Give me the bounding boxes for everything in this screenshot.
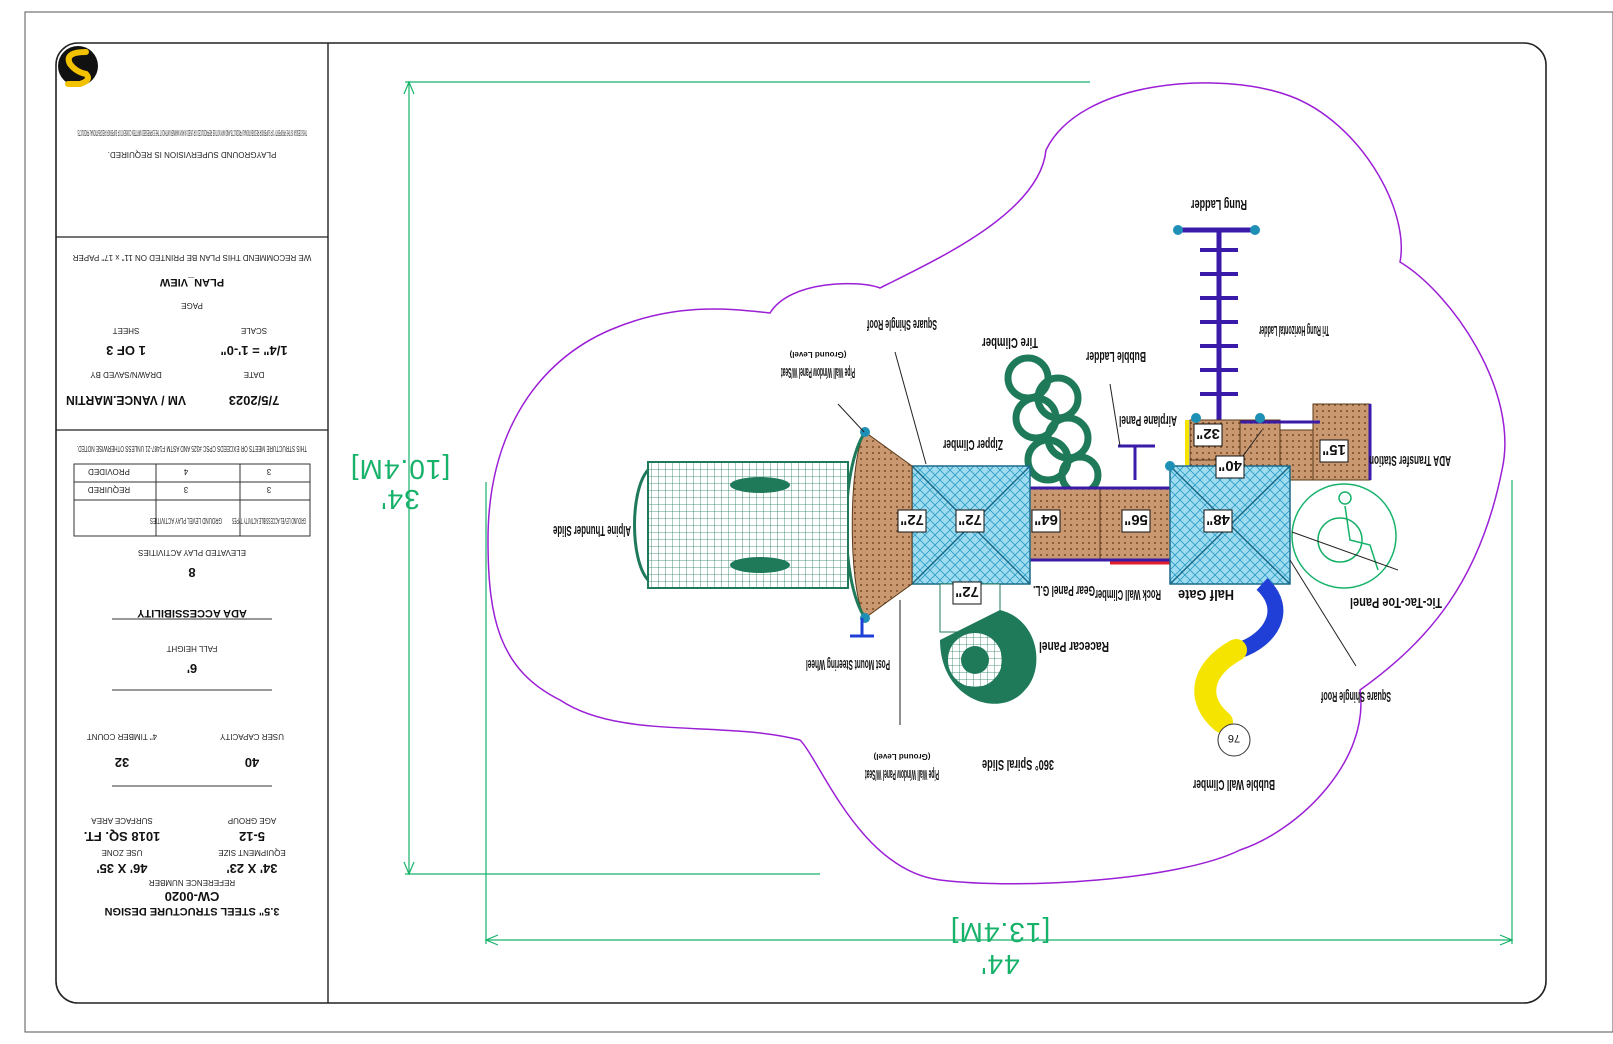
table-cell: 3 [266,485,271,494]
view-name: PLAN_VIEW [159,276,224,288]
bubble-76 [1217,723,1251,757]
table-row-label: PROVIDED [88,467,130,476]
label-bubble-wall: Bubble Wall Climber [1193,776,1275,793]
height-72c: 72" [955,583,979,600]
table-row-label: REQUIRED [88,485,130,494]
rung-ladder [1173,225,1260,420]
design-value: 3.5" STEEL STRUCTURE DESIGN [104,905,279,917]
surface-label: SURFACE AREA [91,816,153,825]
wheelchair-icon [1291,483,1397,589]
height-72a: 72" [900,511,924,528]
width-label: 44' [980,949,1020,980]
height-40: 40" [1218,457,1242,474]
width-dimension [484,480,1514,946]
label-rock-wall: Rock Wall Climber [1095,586,1161,603]
reference-label: REFERENCE NUMBER [149,878,235,887]
label-tire-climber: Tire Climber [982,334,1038,351]
timber-label: 4" TIMBER COUNT [87,732,157,741]
label-ada-transfer: ADA Transfer Station [1369,452,1451,469]
height-72b: 72" [958,511,982,528]
label-square-roof-bottom: Square Shingle Roof [1321,688,1391,705]
elevated-label: ELEVATED PLAY ACTIVITIES [138,548,246,557]
label-ground-level-bottom: (Ground Level) [873,752,930,761]
table-cell: 3 [266,467,271,476]
company-logo [58,46,98,87]
height-76: 76 [1228,732,1240,744]
age-label: AGE GROUP [228,816,276,825]
use-zone-boundary [487,82,1506,885]
height-48: 48" [1206,511,1230,528]
depth-metric: [10.4M] [350,454,450,485]
label-rung-ladder: Rung Ladder [1191,196,1247,213]
label-ground-level-top: (Ground Level) [789,350,846,359]
label-tri-rung-ladder: Tri Rung Horizontal Ladder [1259,322,1329,339]
date-value: 7/5/2023 [229,393,280,408]
print-note: WE RECOMMEND THIS PLAN BE PRINTED ON 11"… [72,253,311,262]
label-square-roof-top: Square Shingle Roof [867,316,937,333]
activity-table: GROUND LEVEL PLAY ACTIVITIES GROUND LEVE… [73,463,311,537]
drawn-value: VM / VANCE.MARTIN [66,393,186,408]
drawn-label: DRAWN/SAVED BY [90,370,162,379]
cpsc-note: THIS STRUCTURE MEETS OR EXCEEDS CPSC #32… [77,444,307,453]
scale-label: SCALE [241,326,267,335]
depth-label: 34' [380,484,420,515]
leader-lines [837,351,1399,725]
fall-height-label: FALL HEIGHT [166,644,217,653]
label-half-gate: Half Gate [1178,586,1234,603]
component-labels: Rung Ladder Tri Rung Horizontal Ladder A… [553,196,1451,793]
width-metric: [13.4M] [950,917,1050,948]
supervision-note: PLAYGROUND SUPERVISION IS REQUIRED. [108,150,277,159]
inner-frame [55,42,1547,1004]
date-label: DATE [244,370,265,379]
fall-height-value: 6' [187,661,197,676]
height-56: 56" [1124,511,1148,528]
ada-label: ADA ACCESSIBILITY [136,607,246,619]
elevated-value: 8 [188,565,195,580]
equipment-size-label: EQUIPMENT SIZE [218,848,285,857]
label-spiral-slide: 360° Spiral Slide [982,756,1054,773]
yellow-slide [1194,639,1247,733]
label-racecar-panel: Racecar Panel [1039,638,1109,655]
label-gear-panel: Gear Panel G.L. [1033,582,1095,599]
equipment-size-value: 34' X 23' [227,861,278,876]
tire-climber [1004,354,1102,497]
height-64: 64" [1034,511,1058,528]
label-alpine-slide: Alpine Thunder Slide [553,522,631,539]
scale-value: 1/4" = 1'-0" [220,343,287,358]
timber-value: 32 [115,755,129,770]
use-zone-value: 46' X 35' [97,861,148,876]
reference-value: CW-0020 [165,889,220,904]
label-airplane-panel: Airplane Panel [1119,412,1177,429]
age-value: 5-12 [239,829,265,844]
surface-value: 1018 SQ. FT. [84,829,161,844]
label-bubble-ladder: Bubble Ladder [1086,348,1146,365]
label-pipe-wall-top: Pipe Wall Window Panel W/Seat [781,364,855,381]
outer-frame [24,11,1613,1033]
sheet-label: SHEET [113,326,140,335]
height-32: 32" [1196,425,1220,442]
label-tictactoe: Tic-Tac-Toe Panel [1350,594,1442,611]
height-badges: 72" 72" 72" 64" 56" 48" 40" 32" 15" 76 [897,423,1349,744]
airplane-panel [1118,444,1155,480]
table-header: GROUND LEVEL PLAY ACTIVITIES [150,516,222,525]
alpine-thunder-slide [633,461,849,589]
label-post-mount-wheel: Post Mount Steering Wheel [806,656,890,673]
table-cell: 3 [183,485,188,494]
sheet-value: 1 OF 3 [106,343,146,358]
label-zipper-climber: Zipper Climber [943,436,1003,453]
capacity-label: USER CAPACITY [219,732,284,741]
height-15: 15" [1322,441,1346,458]
label-pipe-wall-bottom: Pipe Wall Window Panel W/Seat [865,766,939,783]
title-block: PLAYGROUND SUPERVISION IS REQUIRED. THIS… [56,46,328,917]
depth-dimension [403,80,1090,876]
capacity-value: 40 [245,755,259,770]
table-cell: 4 [183,467,188,476]
page-label: PAGE [181,301,203,310]
use-zone-label: USE ZONE [102,848,143,857]
copyright-note: THIS DESIGN IS THE PROPERTY OF SUPERIOR … [77,128,307,137]
table-header: GROUND LEVEL ACCESSIBLE ACTIVITY TYPES [232,516,306,525]
